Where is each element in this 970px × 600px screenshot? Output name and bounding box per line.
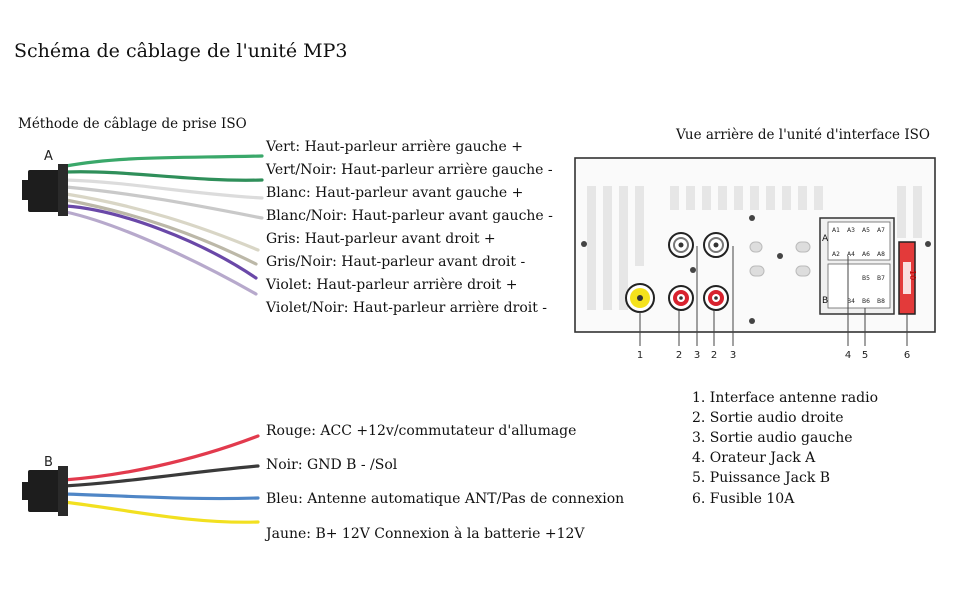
wire-label-b-3: Bleu: Antenne automatique ANT/Pas de con…: [266, 491, 625, 507]
fuse-label: 10: [908, 270, 917, 280]
port-number: 5: [862, 350, 868, 361]
connector-b-letter: B: [44, 455, 53, 470]
wire-label-b-4: Jaune: B+ 12V Connexion à la batterie +1…: [266, 526, 585, 542]
wire-yellow: [62, 500, 260, 524]
port-number: 3: [730, 350, 736, 361]
wire-label-b-1: Rouge: ACC +12v/commutateur d'allumage: [266, 423, 577, 439]
screw-holes: [581, 215, 931, 324]
page-title: Schéma de câblage de l'unité MP3: [14, 40, 348, 62]
wire-black: [62, 464, 260, 488]
rca-red-left: [668, 285, 694, 311]
leader-lines: [639, 246, 908, 346]
right-vent-slots: [897, 186, 922, 238]
rca-white-left: [668, 232, 694, 258]
pin-label: A8: [877, 251, 885, 258]
port-number: 3: [694, 350, 700, 361]
connector-a-letter: A: [44, 149, 53, 164]
wire-label-b-2: Noir: GND B - /Sol: [266, 457, 398, 473]
wire-white: [64, 178, 264, 200]
wire-label-a-7: Violet: Haut-parleur arrière droit +: [266, 277, 518, 293]
connector-b-wires: [62, 434, 260, 524]
top-vent-slots: [670, 186, 823, 210]
pin-label: B8: [877, 298, 885, 305]
wire-grey-black: [64, 198, 258, 266]
port-numbers: 1 2 3 2 3 4 5 6: [637, 350, 910, 361]
connector-a-wires: [64, 154, 264, 296]
pin-label: B7: [877, 275, 885, 282]
connector-b-plug: [22, 466, 68, 516]
iso-row-b-letter: B: [822, 296, 828, 306]
wire-green-black: [64, 170, 264, 182]
legend-item-4: 4. Orateur Jack A: [692, 450, 816, 466]
wire-label-a-2: Vert/Noir: Haut-parleur arrière gauche -: [266, 162, 553, 178]
pin-label: A5: [862, 227, 870, 234]
rca-red-right: [703, 285, 729, 311]
left-vent-slots: [587, 186, 644, 310]
wire-violet-black: [64, 210, 258, 296]
port-number: 6: [904, 350, 910, 361]
pin-label: B5: [862, 275, 870, 282]
port-number: 4: [845, 350, 851, 361]
wire-label-a-8: Violet/Noir: Haut-parleur arrière droit …: [266, 300, 548, 316]
connector-a-plug: [22, 164, 68, 216]
pin-label: A1: [832, 227, 840, 234]
legend-item-3: 3. Sortie audio gauche: [692, 430, 853, 446]
pin-label: A3: [847, 227, 855, 234]
legend-item-6: 6. Fusible 10A: [692, 491, 795, 507]
wire-label-a-6: Gris/Noir: Haut-parleur avant droit -: [266, 254, 526, 270]
rear-view-title: Vue arrière de l'unité d'interface ISO: [676, 127, 930, 143]
wire-label-a-5: Gris: Haut-parleur avant droit +: [266, 231, 496, 247]
antenna-jack-yellow: [625, 283, 655, 313]
iso-connector-block: A B A1 A3 A5 A7 A2 A4 A6 A8 B5 B7 B4 B6 …: [819, 217, 895, 315]
port-number: 1: [637, 350, 643, 361]
legend-item-1: 1. Interface antenne radio: [692, 390, 879, 406]
fuse: 10: [898, 241, 917, 315]
wire-label-a-3: Blanc: Haut-parleur avant gauche +: [266, 185, 524, 201]
port-number: 2: [711, 350, 717, 361]
wire-blue: [62, 492, 260, 501]
wire-violet: [64, 204, 258, 280]
wire-label-a-4: Blanc/Noir: Haut-parleur avant gauche -: [266, 208, 553, 224]
legend-item-2: 2. Sortie audio droite: [692, 410, 844, 426]
pin-label: A7: [877, 227, 885, 234]
wire-grey: [64, 192, 260, 252]
wire-green: [64, 154, 264, 168]
iso-method-title: Méthode de câblage de prise ISO: [18, 116, 247, 132]
port-number: 2: [676, 350, 682, 361]
pin-label: A2: [832, 251, 840, 258]
pin-label: A6: [862, 251, 870, 258]
wire-white-black: [64, 185, 264, 220]
rca-white-right: [703, 232, 729, 258]
pin-label: B4: [847, 298, 855, 305]
legend-item-5: 5. Puissance Jack B: [692, 470, 831, 486]
wire-label-a-1: Vert: Haut-parleur arrière gauche +: [266, 139, 524, 155]
wire-red: [62, 434, 260, 482]
pin-label: A4: [847, 251, 855, 258]
pin-label: B6: [862, 298, 870, 305]
iso-row-a-letter: A: [822, 234, 829, 244]
